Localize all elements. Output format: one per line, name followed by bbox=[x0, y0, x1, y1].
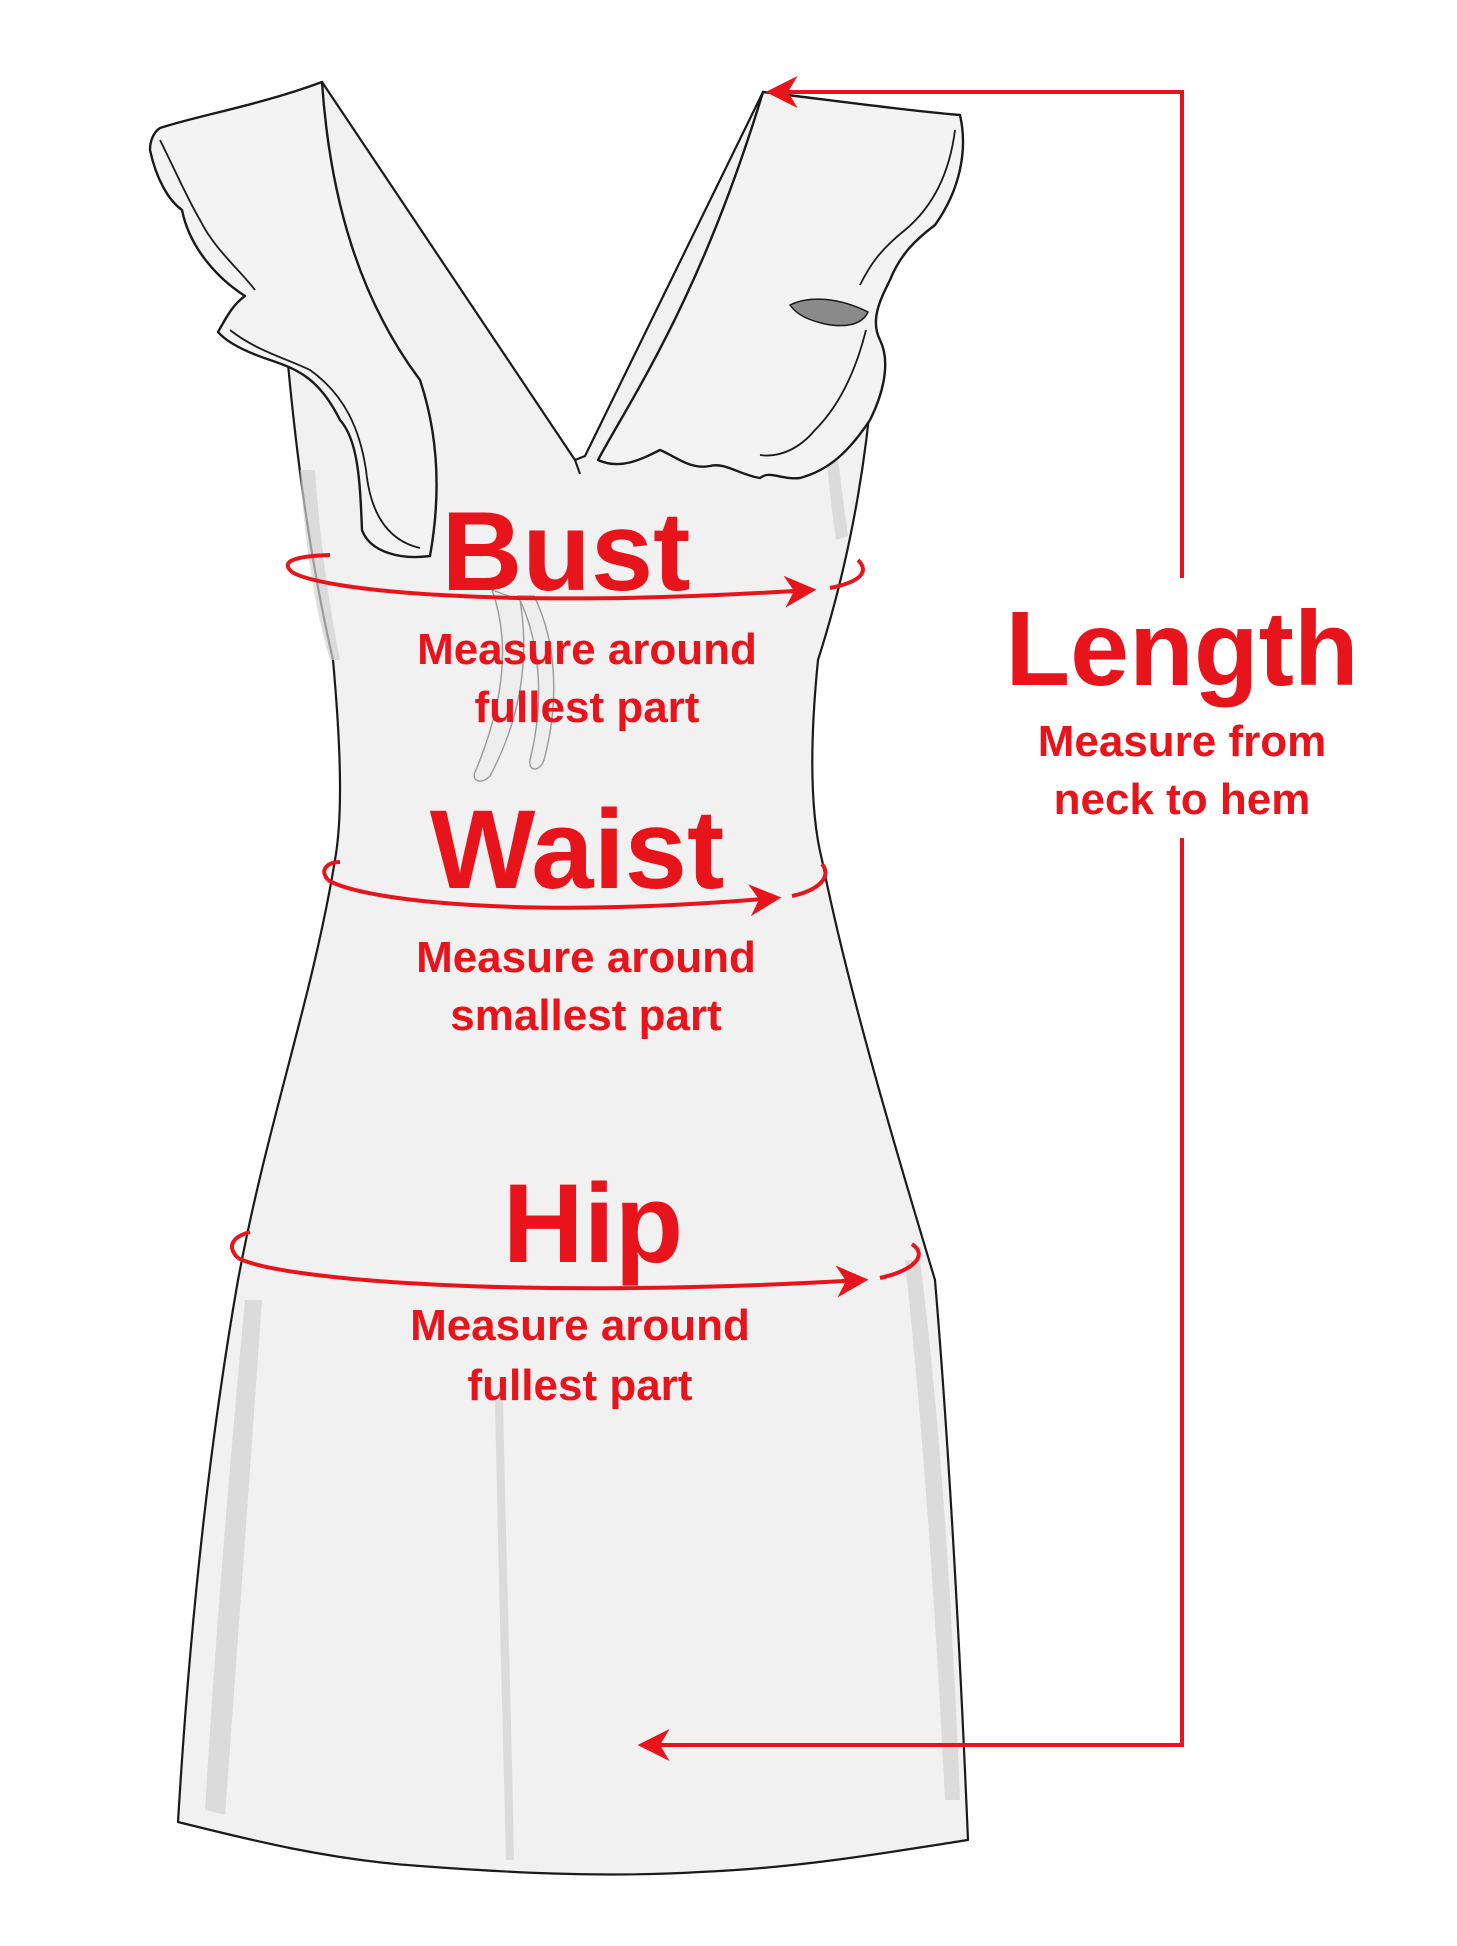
neckline bbox=[574, 459, 581, 475]
bust-title: Bust bbox=[442, 489, 691, 614]
length-instruction-line2: neck to hem bbox=[1054, 775, 1311, 824]
bust-instruction-line2: fullest part bbox=[475, 683, 700, 732]
length-measure-line bbox=[637, 76, 1184, 1761]
length-label: Length Measure from neck to hem bbox=[1005, 590, 1358, 824]
dress-illustration bbox=[148, 80, 970, 1876]
hip-instruction-line1: Measure around bbox=[410, 1301, 750, 1350]
bust-measure-line bbox=[285, 553, 865, 608]
waist-instruction-line2: smallest part bbox=[450, 991, 722, 1040]
hip-title: Hip bbox=[503, 1161, 683, 1286]
waist-tie bbox=[473, 588, 555, 782]
length-instruction-line1: Measure from bbox=[1038, 717, 1327, 766]
left-ruffle bbox=[148, 80, 438, 559]
hip-measure-line bbox=[230, 1230, 921, 1298]
waist-instruction-line1: Measure around bbox=[416, 933, 756, 982]
left-ruffle-edge bbox=[159, 139, 421, 549]
hip-label: Hip Measure around fullest part bbox=[410, 1161, 750, 1410]
right-ruffle-shadow bbox=[788, 298, 869, 327]
length-title: Length bbox=[1005, 590, 1358, 708]
fabric-shading bbox=[205, 390, 960, 1860]
bust-label: Bust Measure around fullest part bbox=[417, 489, 757, 732]
waist-measure-line bbox=[322, 860, 828, 917]
waist-title: Waist bbox=[430, 787, 725, 912]
bust-instruction-line1: Measure around bbox=[417, 625, 757, 674]
hip-instruction-line2: fullest part bbox=[468, 1361, 693, 1410]
right-ruffle-edge bbox=[759, 129, 956, 457]
right-ruffle bbox=[596, 90, 965, 480]
waist-label: Waist Measure around smallest part bbox=[416, 787, 756, 1040]
